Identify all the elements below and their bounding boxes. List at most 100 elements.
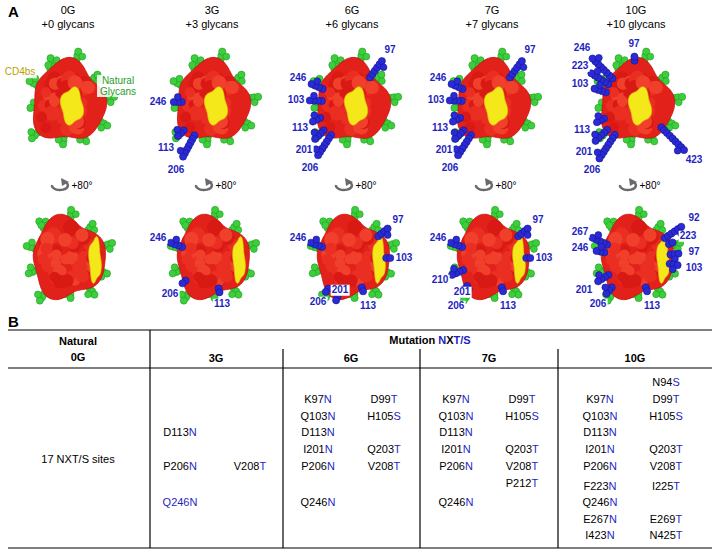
glycan-residue [602, 284, 609, 291]
surface-atom [629, 274, 642, 287]
natural-glycans [447, 206, 540, 304]
residue-number: 201 [575, 147, 594, 158]
table-rule [282, 349, 283, 548]
text-segment: Q246 [301, 496, 328, 508]
glycan-residue [79, 53, 86, 60]
glycan-residue [242, 124, 249, 131]
mutation-cell: Q103N [439, 410, 474, 423]
mutation-cell: P212T [506, 477, 538, 490]
glycan-residue [597, 82, 604, 89]
text-segment: N [607, 529, 615, 541]
glycan-residue [669, 266, 676, 273]
glycan-residue [27, 264, 34, 271]
glycan-residue [322, 288, 329, 295]
text-segment: N [609, 460, 617, 472]
rotation-arrowhead [205, 178, 213, 186]
surface-atom [649, 81, 662, 94]
surface-texture [460, 70, 519, 136]
text-segment: T [394, 443, 401, 455]
mutation-cell: Q103N [583, 410, 618, 423]
text-segment: S [672, 376, 679, 388]
surface-atom [335, 250, 346, 261]
glycan-residue [592, 131, 599, 138]
glycan-residue [373, 220, 380, 227]
text-segment: N [325, 443, 333, 455]
mutation-cell: Q246N [439, 496, 474, 509]
glycan-residue [509, 291, 516, 298]
surface-atom [628, 254, 638, 264]
mutation-cell: E267N [583, 513, 617, 526]
residue-number: 246 [573, 43, 592, 54]
glycan-residue [359, 288, 366, 295]
mutation-cell: Q203T [505, 443, 539, 456]
glycan-residue [356, 211, 363, 218]
residue-number: 103 [535, 253, 554, 264]
glycan-residue [223, 53, 230, 60]
surface-atom [617, 272, 627, 282]
glycan-residue [669, 239, 676, 246]
glycan-residue [216, 289, 223, 296]
mutation-cell: Q203T [649, 443, 683, 456]
residue-number: 246 [429, 233, 448, 244]
glycan-residue [674, 147, 681, 154]
text-segment: N [462, 393, 470, 405]
column-header: +6 glycans [326, 18, 379, 31]
glycan [215, 285, 223, 296]
residue-number: 113 [499, 301, 517, 312]
glycan-residue [311, 264, 318, 271]
surface-atom [58, 233, 72, 247]
text-segment: N [609, 410, 617, 422]
protein-surface [594, 48, 686, 148]
glycan-residue [515, 291, 522, 298]
glycan-residue [451, 92, 458, 99]
surface-atom [36, 112, 47, 123]
rotation-label: +80° [356, 180, 377, 192]
surface-atom [49, 96, 60, 107]
glycan-residue [91, 291, 98, 298]
protein-surface [447, 206, 540, 304]
mutation-cell: D113N [301, 426, 334, 439]
cd4-binding-site [344, 87, 367, 125]
text-segment: N [327, 496, 335, 508]
column-header: 3G [205, 4, 220, 17]
mutation-cell: D99T [509, 393, 536, 406]
text-segment: T [676, 443, 683, 455]
surface-atom [180, 112, 191, 123]
surface-atom [473, 96, 484, 107]
glycan [498, 284, 506, 295]
residue-number: 206 [167, 165, 186, 176]
residue-number: 113 [157, 143, 175, 154]
glycan-residue [34, 291, 41, 298]
glycan-residue [603, 290, 610, 297]
column-header: 7G [485, 4, 500, 17]
glycan-residue [596, 272, 603, 279]
protein-surface [167, 206, 260, 304]
glycan-residue [216, 211, 223, 218]
glycan-residue [449, 118, 456, 125]
residue-number: 103 [427, 95, 446, 106]
cd4-binding-site [484, 87, 507, 125]
surface-atom [643, 269, 657, 283]
surface-texture [461, 220, 527, 289]
surface-atom [41, 243, 53, 255]
glycan [523, 254, 534, 261]
surface-texture [605, 220, 671, 289]
glycan-residue [631, 53, 638, 60]
glycan [515, 225, 531, 240]
glycan-residue [179, 280, 186, 287]
text-segment: Q203 [649, 443, 676, 455]
mutation-cell: N425T [649, 529, 682, 542]
mutation-cell: Q246N [163, 496, 198, 509]
text-segment: D113 [439, 426, 464, 438]
glycan-residue [384, 232, 391, 239]
glycan [596, 131, 618, 162]
glycan [179, 132, 197, 160]
surface-atom [40, 122, 51, 133]
glycan-residue [659, 291, 666, 298]
glycan-residue [524, 232, 531, 239]
column-header: 0G [61, 4, 76, 17]
text-segment: T [531, 460, 538, 472]
protein-body [601, 57, 674, 138]
surface-atom [321, 254, 333, 266]
